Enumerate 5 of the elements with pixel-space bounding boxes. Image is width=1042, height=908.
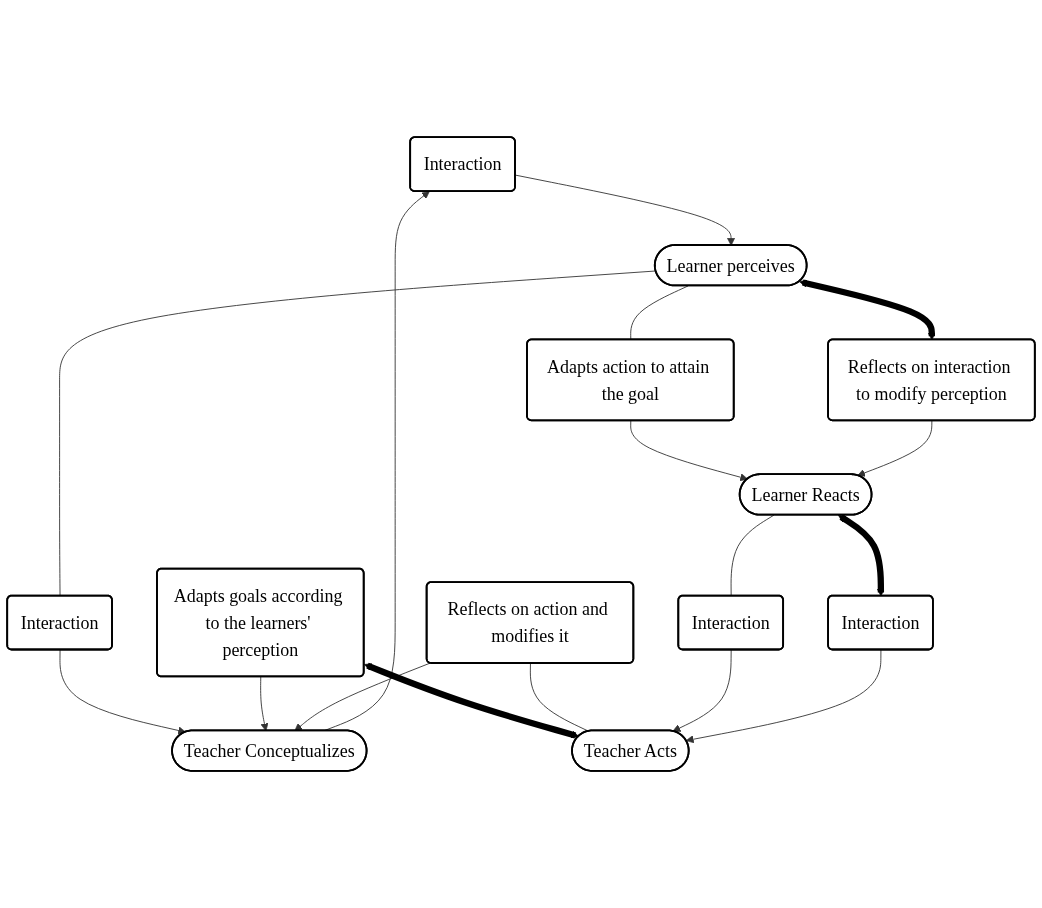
arrow: [364, 662, 580, 739]
connector: [730, 514, 775, 597]
connector: [630, 285, 689, 341]
arrow: [838, 514, 885, 597]
arrow: [799, 279, 936, 341]
